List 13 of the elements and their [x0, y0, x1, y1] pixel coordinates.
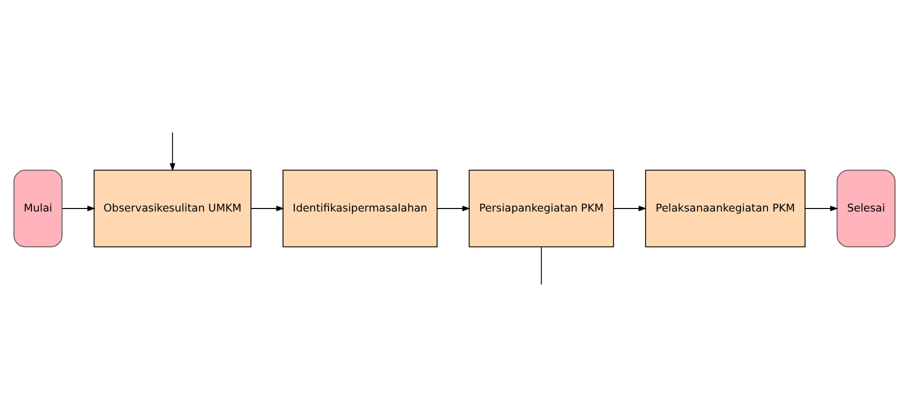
- node-box: Identifikasipermasalahan: [282, 170, 438, 248]
- arrow: [170, 132, 176, 172]
- node-box: Persiapankegiatan PKM: [468, 170, 614, 248]
- arrow: [805, 206, 838, 212]
- arrow: [613, 206, 647, 212]
- arrow: [436, 206, 470, 212]
- connector: [540, 246, 542, 285]
- node-box: Observasikesulitan UMKM: [94, 170, 252, 248]
- node-box: Pelaksanaankegiatan PKM: [645, 170, 806, 248]
- node-box: Mulai: [14, 170, 62, 248]
- arrow: [250, 206, 284, 212]
- arrow: [62, 206, 96, 212]
- node-box: Selesai: [836, 170, 896, 248]
